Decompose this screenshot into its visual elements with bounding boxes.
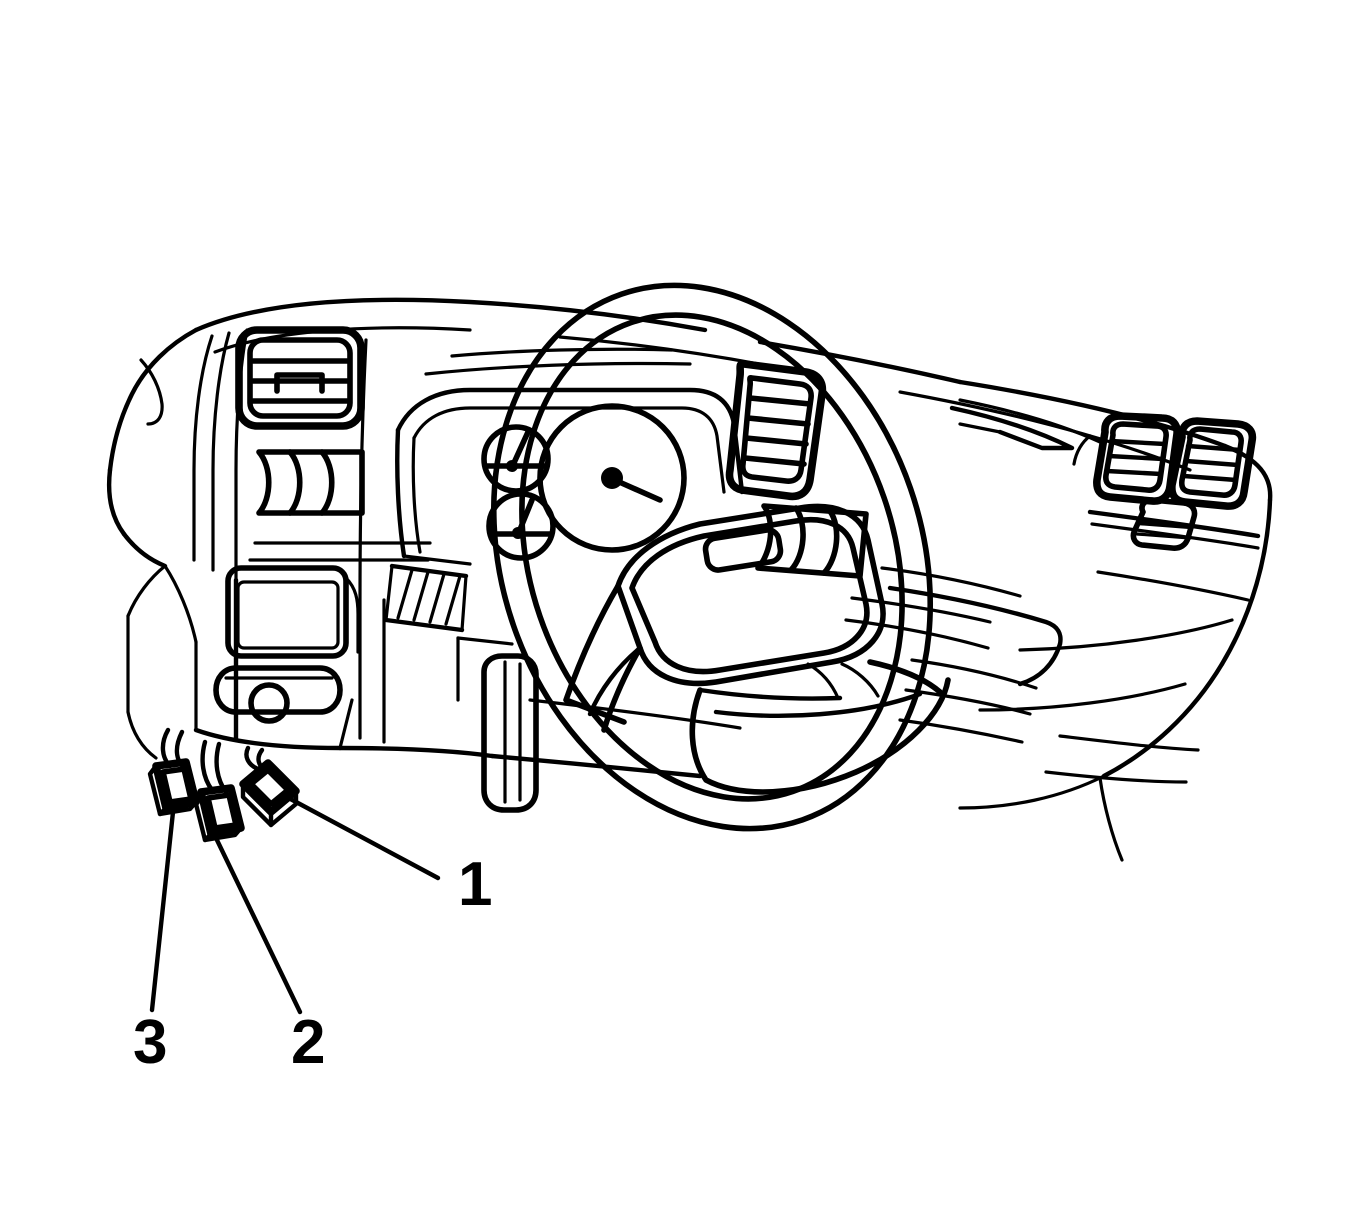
steering-wheel[interactable] (423, 226, 1001, 888)
lower-dash-edge (456, 636, 742, 779)
left-cowl-panel (106, 327, 249, 760)
steering-wheel-spokes (563, 583, 951, 795)
callout-labels: 1 2 3 (133, 850, 492, 1077)
steering-column-shroud (383, 554, 472, 633)
hood-release-lever[interactable] (481, 653, 539, 813)
steering-wheel-rim-outer (490, 282, 934, 832)
center-vent-louvers (742, 395, 813, 467)
airbag-emblem (702, 527, 784, 573)
fuse-panel-cover[interactable] (225, 565, 360, 659)
leader-line-2 (213, 835, 303, 1015)
instrument-cluster-hood (395, 347, 745, 559)
switch-bank-left[interactable] (256, 449, 365, 516)
right-fascia-seams (949, 398, 1250, 862)
driver-vent-louvers (250, 358, 350, 404)
wiring-harness (147, 727, 300, 843)
shroud-hatching (396, 568, 462, 626)
callout-label-3: 3 (133, 1008, 167, 1077)
speedometer-needle (614, 478, 663, 503)
callout-label-2: 2 (291, 1008, 325, 1077)
fuel-gauge-needle (510, 429, 531, 468)
speedometer-hub (601, 467, 623, 489)
headlamp-knob-assembly[interactable] (213, 665, 343, 724)
driver-side-vent (235, 326, 365, 430)
passenger-vent-right (1168, 417, 1257, 510)
leader-line-3 (149, 809, 176, 1013)
steering-wheel-airbag (615, 503, 886, 687)
center-vent (725, 360, 827, 501)
glove-box-latch[interactable] (1130, 497, 1198, 551)
callout-label-1: 1 (458, 850, 492, 919)
callout-leaders (149, 792, 441, 1015)
leader-line-1 (280, 792, 441, 881)
